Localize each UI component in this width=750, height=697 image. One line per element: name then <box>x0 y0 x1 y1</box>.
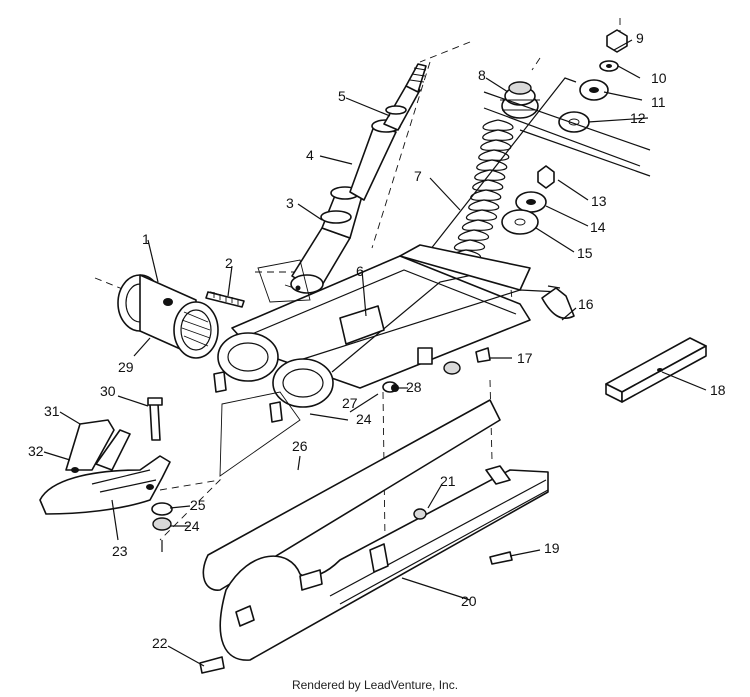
callout-2: 2 <box>225 255 233 271</box>
pivot-rings <box>213 285 575 423</box>
callout-18: 18 <box>710 382 726 398</box>
rear-arm-frame <box>231 244 561 393</box>
callout-5: 5 <box>338 88 346 104</box>
upper-hardware <box>429 29 651 251</box>
callout-11: 11 <box>651 94 666 110</box>
shock-absorber <box>290 63 427 294</box>
callout-21: 21 <box>440 473 456 489</box>
callout-8: 8 <box>478 67 486 83</box>
callout-7: 7 <box>414 168 422 184</box>
callout-25: 25 <box>190 497 206 513</box>
callout-29: 29 <box>118 359 134 375</box>
callout-3: 3 <box>286 195 294 211</box>
callout-24-lower: 24 <box>184 518 200 534</box>
callout-24-upper: 24 <box>356 411 372 427</box>
callout-20: 20 <box>461 593 477 609</box>
callout-31: 31 <box>44 403 60 419</box>
lower-arm <box>199 399 549 674</box>
callout-19: 19 <box>544 540 560 556</box>
callout-14: 14 <box>590 219 606 235</box>
bushings <box>117 274 245 359</box>
callout-32: 32 <box>28 443 44 459</box>
rendered-by-footer: Rendered by LeadVenture, Inc. <box>291 678 459 692</box>
callout-22: 22 <box>152 635 168 651</box>
callout-30: 30 <box>100 383 116 399</box>
callout-13: 13 <box>591 193 607 209</box>
callout-12: 12 <box>630 110 646 126</box>
leader-lines <box>43 39 707 667</box>
callout-17: 17 <box>517 350 533 366</box>
coil-spring <box>445 81 540 271</box>
mounting-panels <box>219 259 311 477</box>
callout-9: 9 <box>636 30 644 46</box>
square-tube <box>605 337 707 403</box>
callout-15: 15 <box>577 245 593 261</box>
front-bracket <box>39 397 173 552</box>
callout-28: 28 <box>406 379 422 395</box>
callout-labels: 1 2 3 4 5 6 7 8 9 10 11 12 13 14 15 16 1… <box>28 30 726 651</box>
callout-26: 26 <box>292 438 308 454</box>
callout-4: 4 <box>306 147 314 163</box>
callout-6: 6 <box>356 263 364 279</box>
callout-16: 16 <box>578 296 594 312</box>
callout-23: 23 <box>112 543 128 559</box>
callout-10: 10 <box>651 70 667 86</box>
callout-27: 27 <box>342 395 358 411</box>
callout-1: 1 <box>142 231 150 247</box>
